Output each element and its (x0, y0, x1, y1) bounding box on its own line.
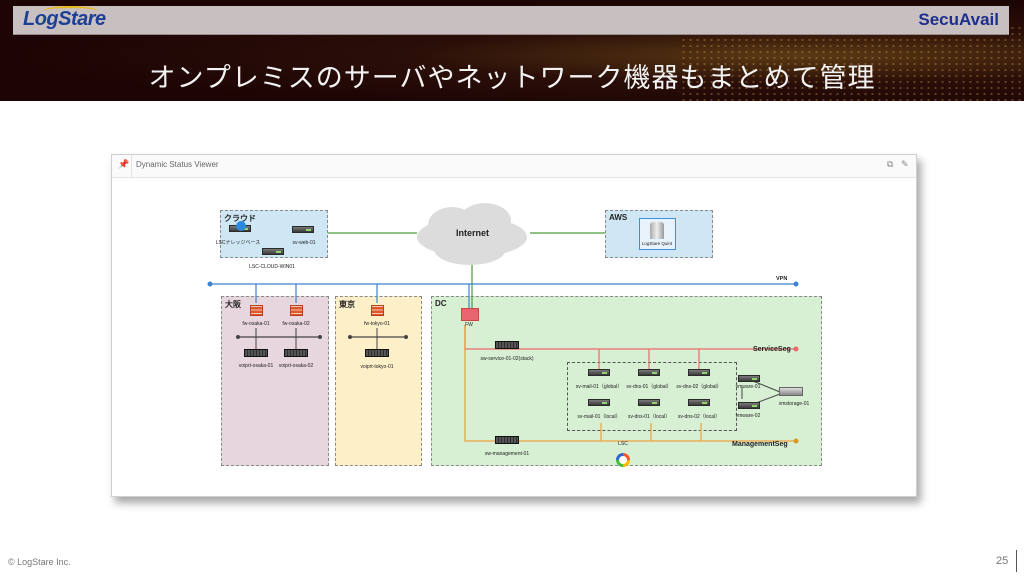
node-label: LSC (618, 441, 628, 447)
node-label: sv-dns-01（local） (627, 414, 671, 420)
internet-label: Internet (456, 228, 490, 238)
brand-bar: LogStare SecuAvail (13, 6, 1009, 35)
node-label: voiprt-tokyo-01 (360, 364, 394, 370)
node-label: sv-dns-01（global） (626, 384, 672, 390)
page-divider (1016, 550, 1017, 572)
service-seg-label: ServiceSeg (753, 346, 791, 353)
zone-label: AWS (609, 213, 628, 222)
server-icon[interactable] (638, 399, 660, 406)
storage-icon[interactable] (779, 387, 803, 396)
tokyo-zone: 東京 (335, 296, 422, 466)
status-viewer-panel: 📌 Dynamic Status Viewer ⧉ ✎ クラウド AWS 大阪 … (111, 154, 917, 497)
service-switch[interactable] (495, 341, 519, 349)
node-label: sw-service-01-02(stack) (480, 356, 534, 362)
vmware-server[interactable] (738, 402, 760, 409)
server-icon[interactable] (688, 369, 710, 376)
firewall-icon[interactable] (290, 305, 303, 316)
server-icon[interactable] (588, 399, 610, 406)
node-label: sv-mail-01（global） (575, 384, 623, 390)
node-label: fw-osaka-02 (282, 321, 310, 327)
firewall-icon[interactable] (371, 305, 384, 316)
vpn-endpoint-right (793, 281, 799, 287)
node-label: fw-osaka-01 (242, 321, 270, 327)
zone-label: 大阪 (225, 300, 241, 309)
server-icon (650, 222, 664, 239)
dc-firewall[interactable] (461, 308, 479, 321)
logo-swoosh-icon (43, 6, 98, 16)
page-number: 25 (996, 555, 1009, 567)
node-label: fw-tokyo-01 (364, 321, 390, 327)
cloud-win-server[interactable] (262, 248, 284, 255)
node-label: sv-web-01 (292, 240, 316, 246)
osaka-zone: 大阪 (221, 296, 329, 466)
pin-icon[interactable]: 📌 (118, 160, 130, 170)
node-label: vmware-02 (735, 413, 761, 419)
node-label: sw-management-01 (484, 451, 530, 457)
firewall-icon[interactable] (250, 305, 263, 316)
network-wires (207, 232, 799, 444)
node-label: voiprt-osaka-02 (278, 363, 314, 369)
router-icon[interactable] (244, 349, 268, 357)
node-label: FW (465, 322, 473, 328)
web-server[interactable] (292, 226, 314, 233)
server-icon[interactable] (688, 399, 710, 406)
logstare-quint-node[interactable]: LogStare Quint (639, 218, 676, 250)
server-group (567, 362, 737, 431)
server-icon[interactable] (588, 369, 610, 376)
node-label: vmware-01 (735, 384, 761, 390)
panel-header: 📌 Dynamic Status Viewer ⧉ ✎ (112, 155, 916, 178)
logstare-logo: LogStare (23, 8, 106, 30)
node-label: voiprt-osaka-01 (238, 363, 274, 369)
slide-header: LogStare SecuAvail オンプレミスのサーバやネットワーク機器もま… (0, 0, 1024, 101)
divider (131, 155, 132, 177)
vpn-endpoint-left (207, 281, 213, 287)
slide-title: オンプレミスのサーバやネットワーク機器もまとめて管理 (148, 63, 876, 94)
node-label: sv-dns-02（global） (676, 384, 722, 390)
network-graphic (680, 25, 1024, 101)
internet-cloud-icon (417, 203, 527, 265)
copy-icon[interactable]: ⧉ (887, 160, 894, 170)
management-switch[interactable] (495, 436, 519, 444)
router-icon[interactable] (365, 349, 389, 357)
lsc-clock-icon[interactable] (616, 453, 630, 467)
globe-icon (236, 221, 246, 231)
management-seg-label: ManagementSeg (732, 441, 788, 448)
node-label: LogStare Quint (641, 241, 673, 246)
node-label: LSCナレッジベース (215, 240, 261, 246)
vpn-label: VPN (776, 276, 788, 282)
secuavail-logo: SecuAvail (918, 10, 999, 29)
zone-label: クラウド (224, 214, 256, 223)
panel-title: Dynamic Status Viewer (136, 160, 219, 169)
node-label: sv-mail-01（local） (577, 414, 621, 420)
router-icon[interactable] (284, 349, 308, 357)
copyright-footer: © LogStare Inc. (8, 557, 71, 567)
node-label: sv-dns-02（local） (677, 414, 721, 420)
zone-label: 東京 (339, 300, 355, 309)
node-label: LSC-CLOUD-WIN01 (249, 264, 295, 270)
node-label: vmstorage-01 (778, 401, 810, 407)
management-seg-line (464, 325, 796, 442)
server-icon[interactable] (638, 369, 660, 376)
zone-label: DC (435, 299, 447, 308)
vmware-server[interactable] (738, 375, 760, 382)
edit-icon[interactable]: ✎ (901, 160, 909, 170)
